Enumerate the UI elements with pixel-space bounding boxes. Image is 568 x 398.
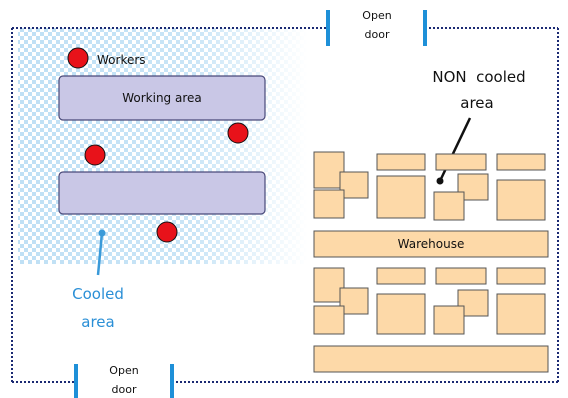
open-door-top-line1: Open [362,9,391,22]
storage-box [435,153,487,171]
door-top [326,10,427,46]
open-door-bottom-line2: door [112,383,137,396]
storage-boxes [313,151,549,373]
storage-box [496,293,546,335]
storage-box [433,305,465,335]
storage-box [376,153,426,171]
working-area-bench [58,75,266,121]
warehouse-bar [313,230,549,258]
door-bottom [74,364,174,398]
storage-box [496,267,546,285]
storage-box [339,287,369,315]
storage-box [496,179,546,221]
worker [227,122,249,144]
cooled-label-line2: area [81,313,114,331]
workers [67,47,249,243]
non-cooled-label-line1: NON cooled [432,68,525,86]
cooled-pointer [96,229,106,276]
storage-box [376,175,426,219]
storage-box [313,151,345,189]
workers-label: Workers [97,53,146,67]
storage-box [313,345,549,373]
storage-box [435,267,487,285]
non-cooled-label-line2: area [460,94,493,112]
storage-box [376,267,426,285]
open-door-top-line2: door [365,28,390,41]
open-door-bottom-line1: Open [109,364,138,377]
worker [156,221,178,243]
work-bench-2 [58,171,266,215]
storage-box [313,267,345,303]
storage-box [376,293,426,335]
storage-box [339,171,369,199]
building-outline [11,27,559,383]
working-area-label: Working area [122,91,202,105]
storage-box [313,305,345,335]
worker [67,47,89,69]
warehouse-label: Warehouse [398,237,465,251]
storage-box [313,189,345,219]
worker [84,144,106,166]
cooled-label-line1: Cooled [72,285,124,303]
storage-box [496,153,546,171]
storage-box [433,191,465,221]
